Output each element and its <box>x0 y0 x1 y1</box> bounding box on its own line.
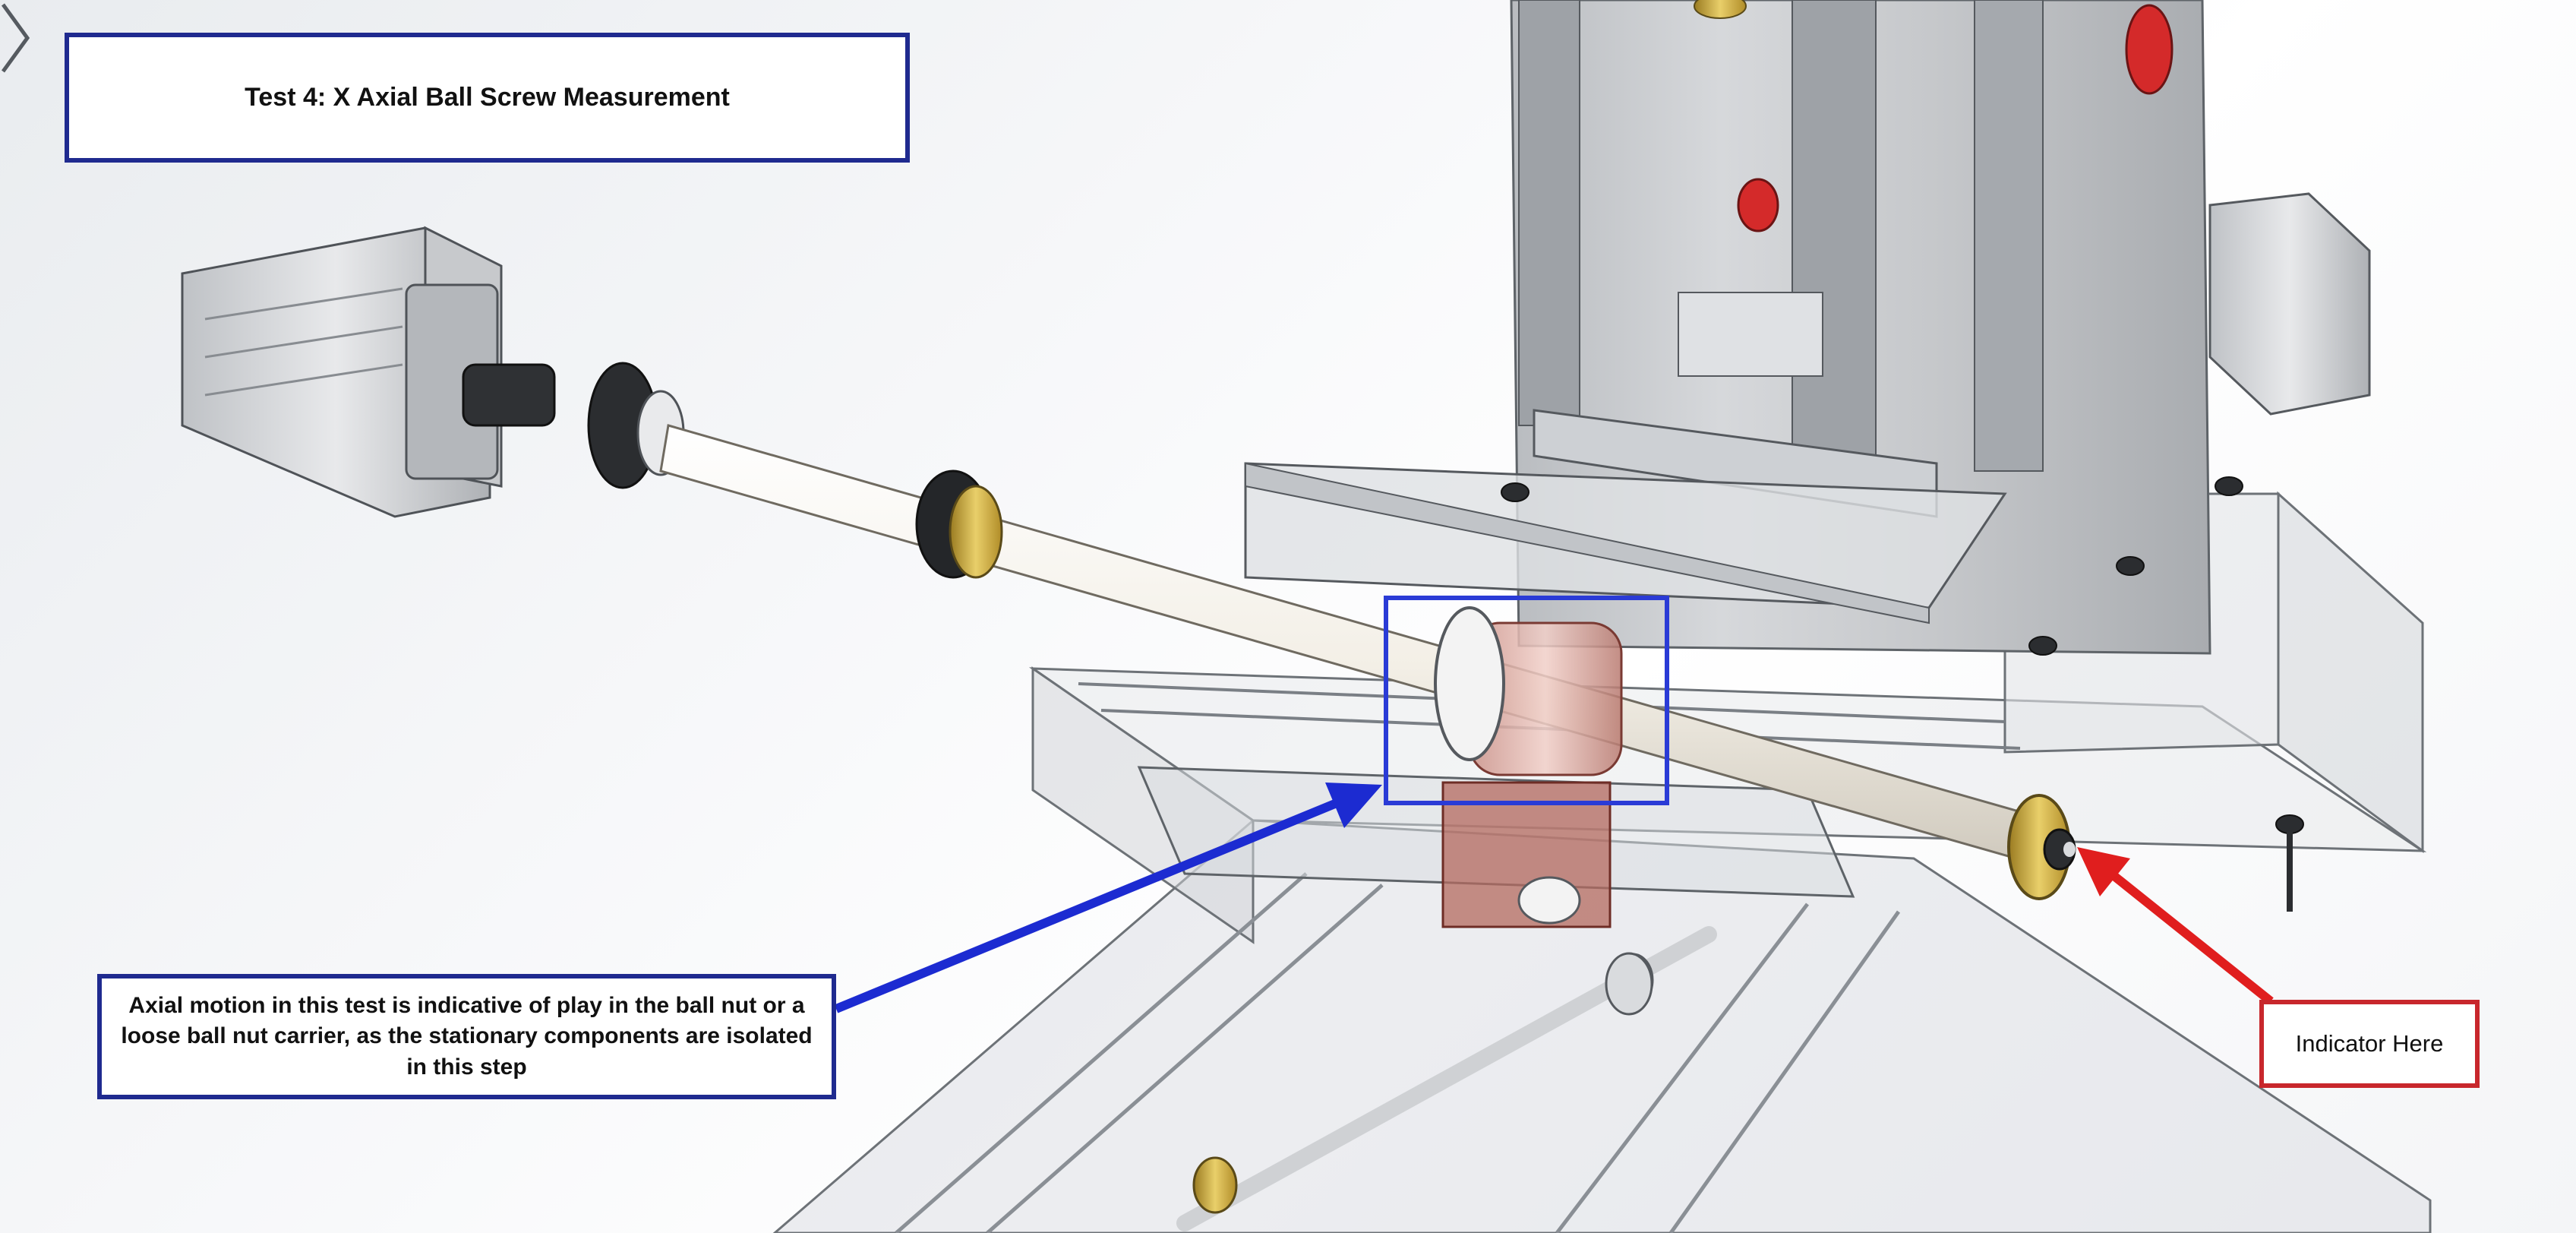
title-text: Test 4: X Axial Ball Screw Measurement <box>245 83 730 112</box>
note-arrow <box>834 782 1382 1013</box>
ball-nut-highlight-box <box>1384 596 1669 805</box>
chevron-right-icon[interactable] <box>0 0 30 76</box>
x-ball-screw <box>659 424 2076 1016</box>
indicator-callout: Indicator Here <box>2259 1000 2480 1088</box>
indicator-text: Indicator Here <box>2295 1030 2444 1057</box>
note-callout: Axial motion in this test is indicative … <box>97 974 836 1099</box>
bolts <box>1501 476 2304 912</box>
title-callout: Test 4: X Axial Ball Screw Measurement <box>65 33 910 163</box>
note-text: Axial motion in this test is indicative … <box>121 992 813 1080</box>
x-axis-servo-motor <box>181 226 685 518</box>
machine-column <box>1244 0 2371 655</box>
indicator-arrow <box>2077 847 2274 1005</box>
